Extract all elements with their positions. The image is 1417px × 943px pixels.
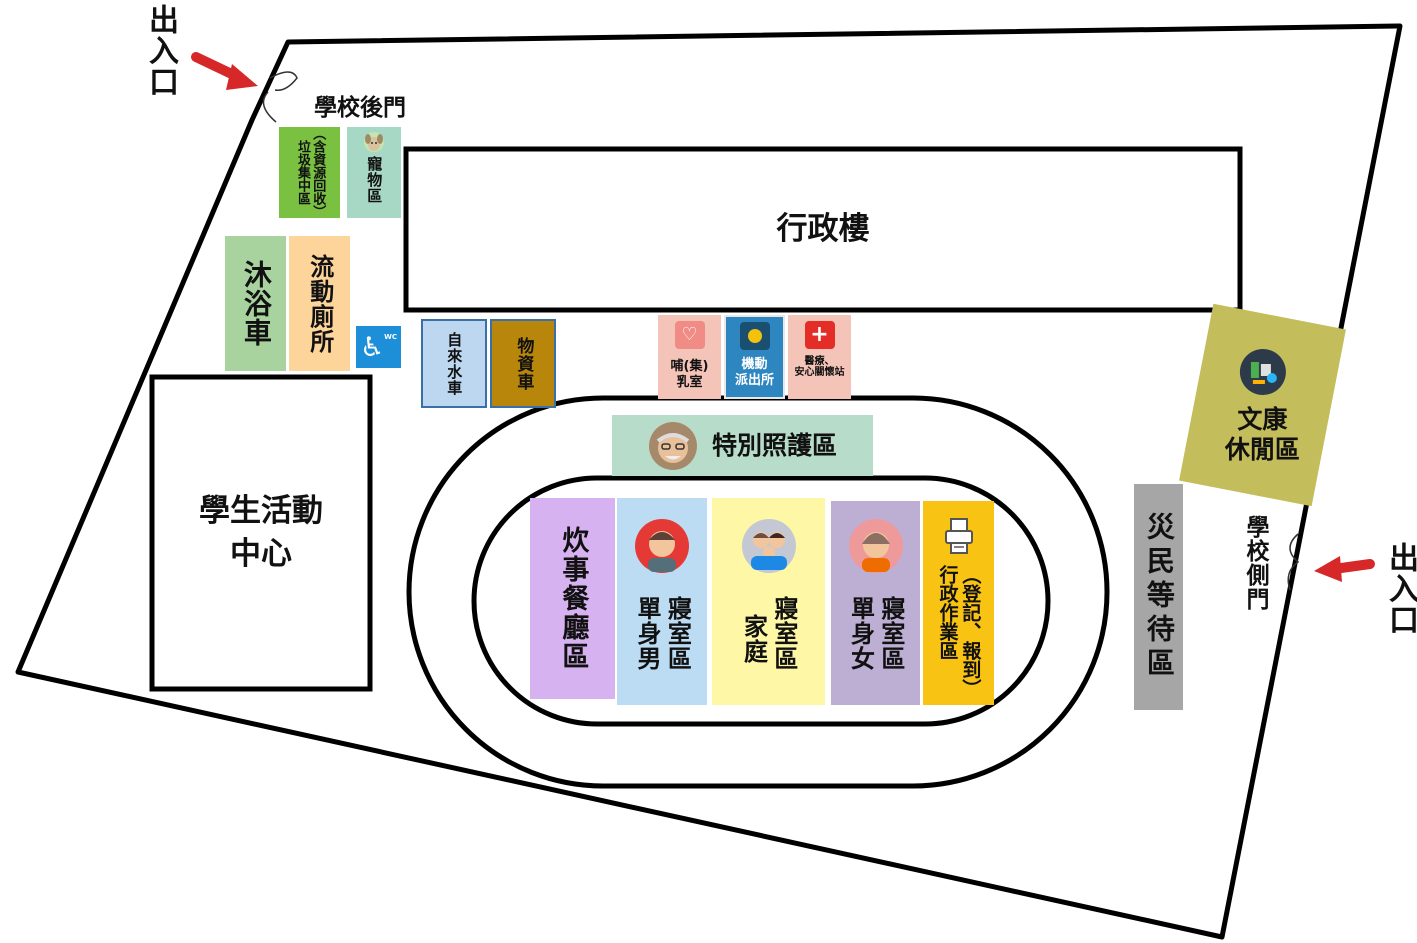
campus-boundary <box>15 23 1403 940</box>
family-dorm-label-line1: 寢室區 <box>769 596 798 671</box>
nursing-room-label: 哺(集)乳室 <box>670 359 709 390</box>
baby-bottle-icon: ♡ <box>674 321 705 349</box>
man-icon <box>635 519 689 573</box>
police-label-line2: 派出所 <box>734 373 774 389</box>
student-center-label: 學生活動中心 <box>199 492 323 572</box>
water-truck-label: 自來水車 <box>445 331 464 396</box>
single-male-dorm: 寢室區 單身男 <box>617 498 707 705</box>
toilet-zone: 流動廁所 <box>289 236 350 371</box>
police-label-line1: 機動 <box>741 357 768 372</box>
side-gate-door <box>1287 533 1300 591</box>
family-dorm: 寢室區 家庭 <box>712 498 825 705</box>
track-inner <box>471 475 1051 727</box>
medical-label-line2: 安心關懷站 <box>794 367 845 378</box>
admin-building: 行政樓 <box>406 149 1240 310</box>
shower-label: 沐浴車 <box>239 260 273 347</box>
garbage-label-line2: （含資源回收） <box>310 127 326 218</box>
admin-building-label: 行政樓 <box>776 211 870 248</box>
garbage-zone: （含資源回收） 垃圾集中區 <box>279 127 340 218</box>
family-icon <box>741 519 796 573</box>
police-station: 機動 派出所 <box>724 315 785 399</box>
kitchen-label: 炊事餐廳區 <box>557 526 589 671</box>
nursing-room: ♡ 哺(集)乳室 <box>658 315 721 399</box>
wc-label: WC <box>384 333 398 341</box>
student-center: 學生活動中心 <box>152 377 370 689</box>
female-dorm-label-line2: 單身女 <box>846 596 875 671</box>
pet-zone: 寵物區 <box>347 127 401 218</box>
accessible-wc: ♿ WC <box>356 326 401 368</box>
entrance-arrow-right <box>1314 556 1375 582</box>
supply-truck-zone: 物資車 <box>490 319 556 408</box>
student-center-outline <box>149 374 373 692</box>
first-aid-icon: + <box>804 321 835 349</box>
entrance-label-right: 出入口 <box>1383 542 1417 635</box>
side-gate-label: 學校側門 <box>1242 515 1268 611</box>
recreation-label-line1: 文康 <box>1237 404 1288 434</box>
waiting-zone: 災民等待區 <box>1134 484 1183 710</box>
recreation-zone: 文康 休閒區 <box>1179 303 1346 507</box>
back-gate-door <box>262 71 298 123</box>
waiting-zone-label: 災民等待區 <box>1142 512 1176 682</box>
garbage-label-line1: 垃圾集中區 <box>295 140 310 205</box>
entrance-arrow-top <box>191 52 258 90</box>
special-care-label: 特別照護區 <box>711 430 837 460</box>
admin-work-zone: （登記、報到） 行政作業區 <box>923 501 994 705</box>
medical-station: + 醫療、 安心關懷站 <box>788 315 851 399</box>
toilet-label: 流動廁所 <box>305 253 334 354</box>
back-gate-label: 學校後門 <box>314 95 406 121</box>
wheelchair-icon: ♿ <box>359 331 385 363</box>
elderly-man-icon <box>648 421 697 470</box>
pet-zone-label: 寵物區 <box>365 156 384 204</box>
single-female-dorm: 寢室區 單身女 <box>831 501 920 705</box>
woman-icon <box>848 519 903 573</box>
recreation-label-line2: 休閒區 <box>1224 433 1301 463</box>
supply-truck-label: 物資車 <box>513 336 534 391</box>
male-dorm-label-line2: 單身男 <box>633 596 661 671</box>
books-globe-icon <box>1239 348 1286 395</box>
admin-work-label-line2: 行政作業區 <box>936 565 959 660</box>
dog-icon <box>364 132 384 152</box>
kitchen-zone: 炊事餐廳區 <box>530 498 615 699</box>
police-badge-icon <box>739 322 770 350</box>
printer-icon <box>944 518 973 554</box>
special-care-zone: 特別照護區 <box>612 415 873 476</box>
admin-work-label-line1: （登記、報到） <box>959 565 982 698</box>
shower-zone: 沐浴車 <box>225 236 286 371</box>
water-truck-zone: 自來水車 <box>421 319 487 408</box>
medical-label-line1: 醫療、 <box>804 356 835 367</box>
family-dorm-label-line2: 家庭 <box>739 614 768 664</box>
entrance-label-top-left: 出入口 <box>143 4 178 97</box>
admin-building-outline <box>403 146 1243 313</box>
male-dorm-label-line1: 寢室區 <box>663 596 692 671</box>
female-dorm-label-line1: 寢室區 <box>876 596 905 671</box>
